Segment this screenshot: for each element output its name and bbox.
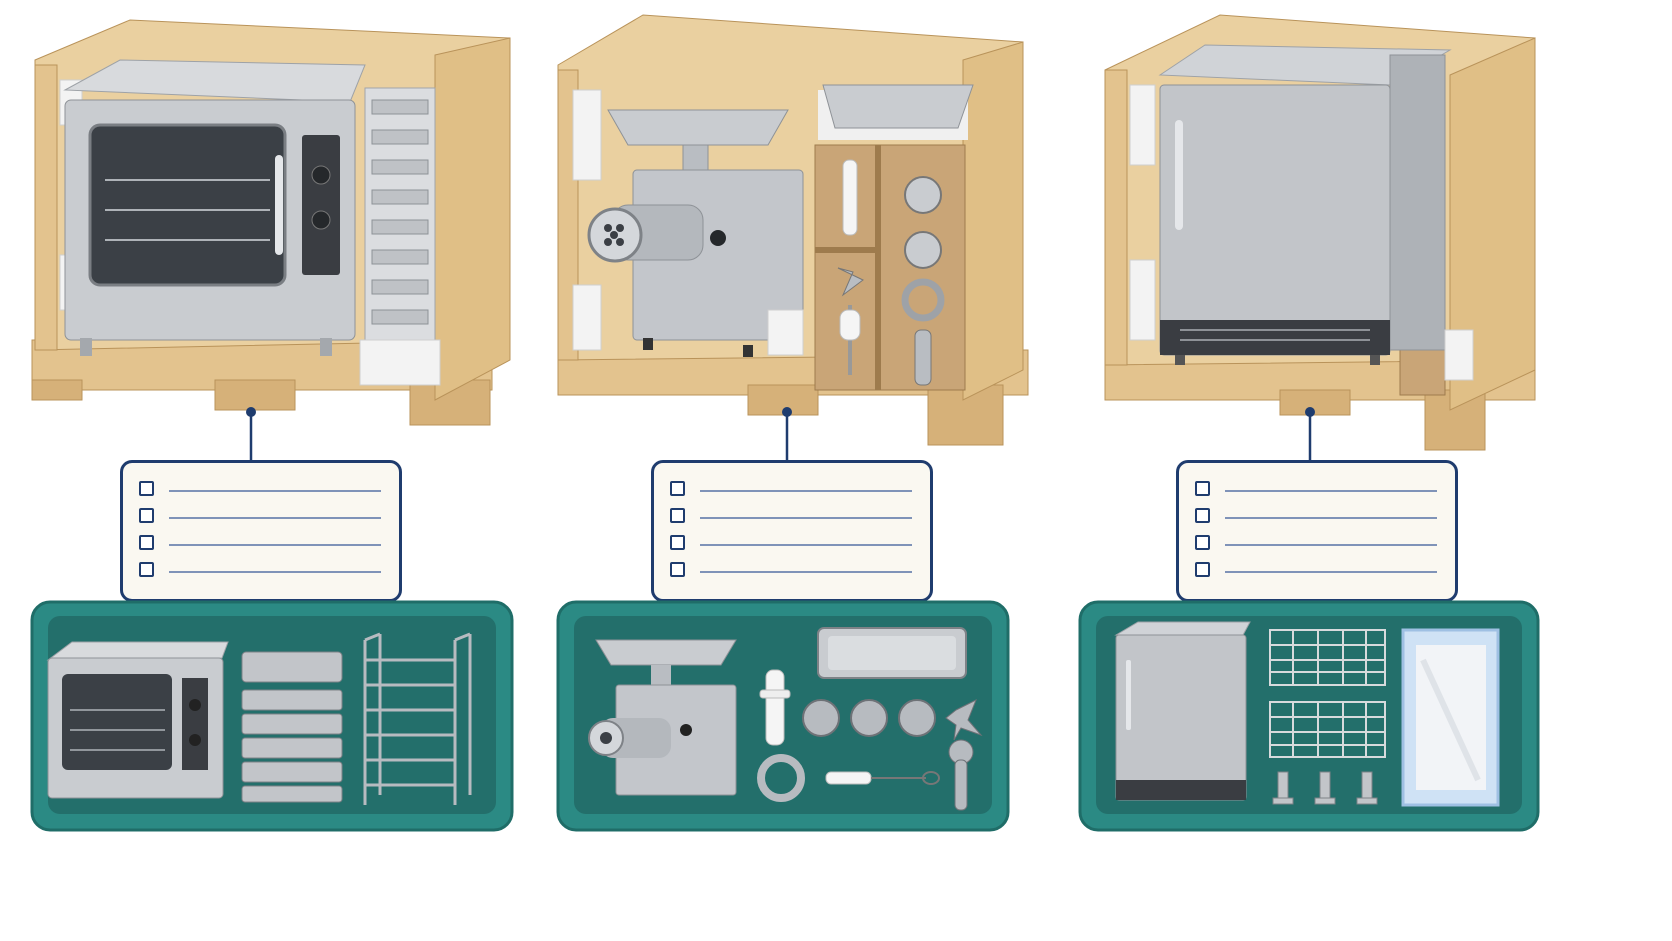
checkbox[interactable] [139,481,154,496]
checkbox[interactable] [139,535,154,550]
checklist-row [1195,479,1437,499]
checkbox[interactable] [670,562,685,577]
checklist-row [670,560,912,580]
oven-item [46,641,229,799]
accessories-in-crate [837,159,945,386]
checkbox[interactable] [1195,481,1210,496]
grinder-plates-item [802,699,936,737]
checklist-card [1176,460,1458,602]
crate-oven [31,19,511,426]
wrench-item [948,739,974,811]
wire-shelves-item [1269,629,1386,758]
parts-tray [1078,600,1540,832]
parts-tray [556,600,1010,832]
checkbox[interactable] [670,481,685,496]
blade-item [945,698,983,741]
checklist-row [1195,533,1437,553]
checklist-row [670,479,912,499]
crate-grinder [557,14,1029,446]
ice-machine-item [1114,621,1251,801]
checklist-row [139,479,381,499]
ring-nut-item [757,754,805,802]
sheet-pans-item [241,651,343,803]
connector-dot [246,407,256,462]
tray-pan-item [817,627,967,679]
checkbox[interactable] [1195,535,1210,550]
tray-pan-in-crate [818,84,974,140]
checkbox[interactable] [139,508,154,523]
checklist-row [1195,506,1437,526]
checkbox[interactable] [670,535,685,550]
connector-dot [1305,407,1315,462]
cleaning-brush-item [825,771,940,785]
checklist-row [1195,560,1437,580]
checkbox[interactable] [139,562,154,577]
ice-machine-in-crate [1158,44,1452,365]
stomper-item [759,669,791,746]
panel-ice-machine [1078,0,1620,941]
pans-in-crate [359,87,441,386]
parts-tray [30,600,514,832]
oven-in-crate [63,59,366,356]
panel-oven [20,0,540,941]
checklist-row [670,533,912,553]
connector-dot [782,407,792,462]
checkbox[interactable] [1195,562,1210,577]
checkbox[interactable] [670,508,685,523]
manual-pouch-item [1401,628,1500,807]
checklist-card [651,460,933,602]
panel-grinder [553,0,1073,941]
checklist-row [139,533,381,553]
crate-ice-machine [1104,14,1536,451]
grinder-item [588,639,737,796]
checklist-row [139,560,381,580]
checkbox[interactable] [1195,508,1210,523]
grinder-in-crate [587,109,804,357]
checklist-row [139,506,381,526]
mounting-brackets-item [1272,771,1378,805]
pan-rack-item [363,632,472,805]
checklist-card [120,460,402,602]
checklist-row [670,506,912,526]
